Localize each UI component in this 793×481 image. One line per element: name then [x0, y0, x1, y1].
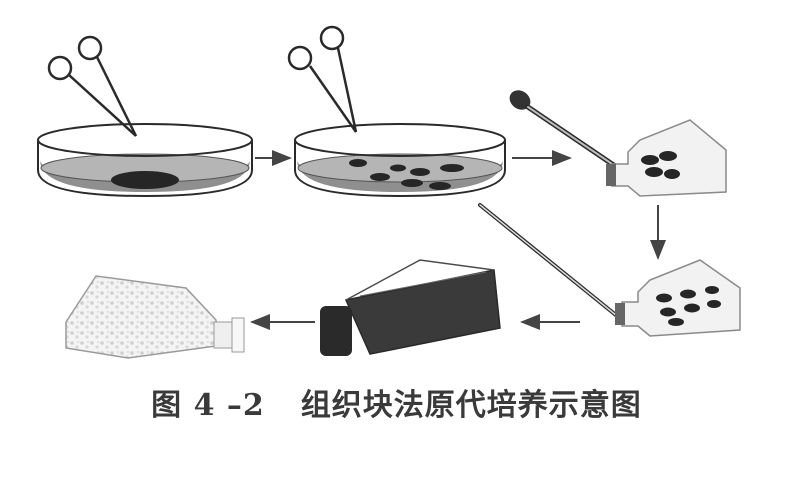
scissors-1 — [47, 35, 138, 137]
caption-title: 组织块法原代培养示意图 — [300, 388, 642, 423]
tissue-block — [111, 171, 179, 189]
scissors-2 — [287, 25, 358, 133]
pipette — [509, 90, 621, 171]
figure-caption: 图 4 –2 组织块法原代培养示意图 — [0, 380, 793, 424]
flask-6 — [65, 275, 245, 359]
flask-5 — [320, 259, 501, 356]
dish-1 — [37, 123, 253, 198]
flask-4 — [615, 259, 741, 337]
tissue-pieces — [349, 159, 464, 190]
glass-rod — [478, 203, 624, 322]
flask-4-pieces — [656, 286, 721, 326]
dish-2 — [294, 123, 506, 198]
flask-3-pieces — [641, 151, 680, 179]
caption-number: 图 4 –2 — [151, 388, 265, 423]
flask-3 — [606, 119, 727, 197]
